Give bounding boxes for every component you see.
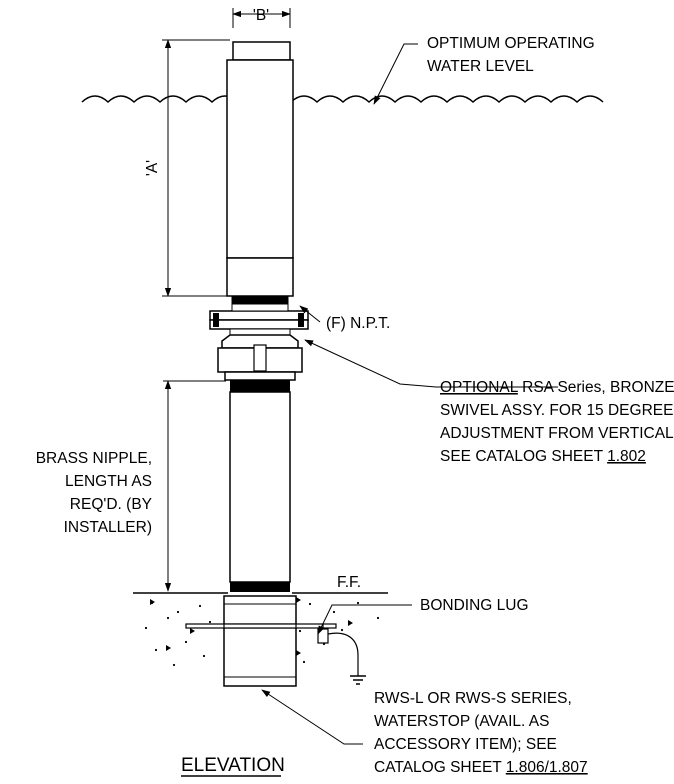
- label-swivel-2: SWIVEL ASSY. FOR 15 DEGREE: [440, 402, 673, 419]
- label-waterstop-2: WATERSTOP (AVAIL. AS: [374, 713, 549, 730]
- dimension-b-label: 'B': [253, 7, 269, 24]
- strainer-body: [226, 41, 294, 305]
- concrete-hatch: [144, 597, 380, 667]
- label-nipple-4: INSTALLER): [64, 519, 152, 536]
- water-level-waves: [81, 95, 604, 104]
- label-npt: (F) N.P.T.: [326, 315, 390, 332]
- label-waterstop-3: ACCESSORY ITEM); SEE: [374, 736, 557, 753]
- swivel-assembly: [217, 334, 303, 381]
- waterstop: [185, 595, 337, 687]
- label-finished-floor: F.F.: [337, 574, 361, 591]
- label-waterstop-4: CATALOG SHEET 1.806/1.807: [374, 759, 588, 776]
- leaders: [261, 43, 558, 745]
- flange: [209, 303, 309, 336]
- dimension-a-label: 'A': [144, 160, 161, 176]
- label-swivel-3: ADJUSTMENT FROM VERTICAL: [440, 425, 674, 442]
- dimension-b: 'B': [232, 7, 291, 28]
- view-title: ELEVATION: [181, 755, 285, 776]
- label-swivel-1: OPTIONAL RSA Series, BRONZE: [440, 379, 674, 396]
- label-nipple-1: BRASS NIPPLE,: [36, 450, 152, 467]
- label-bonding-lug: BONDING LUG: [420, 597, 529, 614]
- bonding-lug: [317, 624, 366, 685]
- label-nipple-3: REQ'D. (BY: [70, 496, 152, 513]
- brass-nipple: [229, 380, 291, 592]
- label-nipple-2: LENGTH AS: [65, 473, 152, 490]
- label-waterstop-1: RWS-L OR RWS-S SERIES,: [374, 690, 572, 707]
- dimension-a: 'A': [144, 39, 230, 297]
- label-water-level-2: WATER LEVEL: [427, 58, 534, 75]
- label-swivel-4: SEE CATALOG SHEET 1.802: [440, 448, 646, 465]
- dimension-nipple: [163, 380, 226, 592]
- label-water-level-1: OPTIMUM OPERATING: [427, 35, 595, 52]
